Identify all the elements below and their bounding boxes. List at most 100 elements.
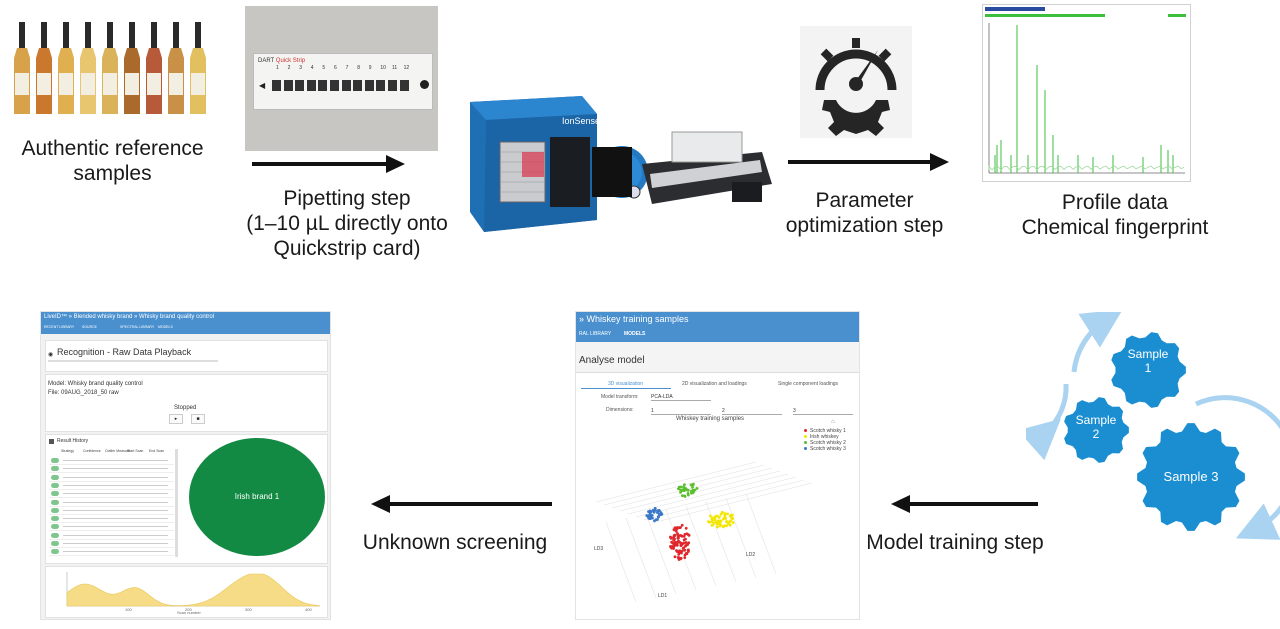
history-row[interactable] bbox=[49, 532, 174, 540]
chromatogram-tick-label: 200 bbox=[185, 607, 192, 612]
scatter-point bbox=[708, 514, 712, 518]
stop-button[interactable]: ■ bbox=[191, 414, 205, 424]
quickstrip-position-number: 12 bbox=[403, 65, 410, 71]
scatter-point bbox=[679, 489, 683, 493]
dart-instrument-image: IonSense bbox=[462, 92, 774, 242]
recognition-nav-tab[interactable]: RECENT LIBRARY bbox=[44, 325, 75, 329]
quickstrip-position-number: 11 bbox=[392, 65, 398, 71]
scatter-point bbox=[680, 542, 684, 546]
history-column-header: Confidence bbox=[83, 449, 101, 453]
file-line: File: 09AUG_2018_50 raw bbox=[48, 390, 119, 396]
legend-entry[interactable]: Scotch whisky 1 bbox=[804, 428, 859, 434]
scatter-point bbox=[713, 517, 717, 521]
history-row[interactable] bbox=[49, 482, 174, 490]
dimension-select-3[interactable]: 3 bbox=[793, 408, 853, 415]
training-sub-tab-2d[interactable]: 2D visualization and loadings bbox=[682, 381, 747, 387]
history-scrollbar[interactable] bbox=[175, 449, 178, 557]
scatter-point bbox=[677, 551, 681, 555]
history-row-status-icon bbox=[51, 482, 59, 488]
scatter-point bbox=[723, 512, 727, 515]
scatter-point bbox=[670, 540, 674, 544]
model-training-caption: Model training step bbox=[866, 531, 1044, 554]
result-circle bbox=[189, 438, 325, 556]
scatter-point bbox=[677, 558, 681, 561]
quickstrip-well bbox=[353, 80, 363, 91]
scatter-point bbox=[686, 493, 690, 497]
whisky-bottle bbox=[168, 22, 184, 114]
legend-entry[interactable]: Scotch whisky 2 bbox=[804, 440, 859, 446]
scatter-point bbox=[726, 522, 730, 525]
quickstrip-position-number: 2 bbox=[287, 65, 291, 71]
analyse-model-title: Analyse model bbox=[579, 355, 645, 366]
history-row[interactable] bbox=[49, 499, 174, 507]
scatter-point bbox=[683, 556, 687, 560]
whisky-bottle bbox=[58, 22, 74, 114]
legend-entry[interactable]: Scotch whisky 3 bbox=[804, 446, 859, 452]
recognition-app-header: LiveID™ » Blended whisky brand » Whisky … bbox=[41, 312, 330, 334]
history-row[interactable] bbox=[49, 507, 174, 515]
scatter-point bbox=[649, 517, 652, 520]
recognition-nav-tab[interactable]: MODELS bbox=[158, 325, 173, 329]
scatter-point bbox=[731, 521, 735, 524]
recognition-nav-tab[interactable]: SOURCE bbox=[82, 325, 97, 329]
scatter-point bbox=[680, 494, 684, 498]
history-row-status-icon bbox=[51, 466, 59, 472]
model-transform-label: Model transform: bbox=[601, 394, 639, 400]
scatter-point bbox=[710, 523, 714, 527]
training-breadcrumb: » Whiskey training samples bbox=[579, 314, 689, 324]
parameter-optimization-caption: Parameter optimization step bbox=[785, 189, 944, 237]
quickstrip-well bbox=[376, 80, 386, 91]
quickstrip-position-number: 1 bbox=[276, 65, 279, 71]
legend-marker bbox=[804, 435, 807, 438]
scatter-point bbox=[691, 491, 695, 495]
quickstrip-well bbox=[330, 80, 339, 91]
history-row[interactable] bbox=[49, 490, 174, 499]
scatter-point bbox=[710, 517, 714, 521]
training-nav-tab-models[interactable]: MODELS bbox=[624, 331, 646, 337]
scatter-point bbox=[685, 552, 689, 556]
recognition-title: Recognition - Raw Data Playback bbox=[57, 347, 192, 357]
training-sub-tab-single[interactable]: Single component loadings bbox=[778, 381, 839, 387]
recognition-nav-tab[interactable]: SPECTRAL LIBRARY bbox=[120, 325, 155, 329]
history-row-status-icon bbox=[51, 507, 59, 513]
quickstrip-well bbox=[341, 80, 351, 91]
legend-label: Irish whiskey bbox=[810, 434, 839, 440]
legend-entry[interactable]: Irish whiskey bbox=[804, 434, 859, 440]
pipetting-step-caption: Pipetting step (1–10 µL directly onto Qu… bbox=[246, 187, 448, 260]
arrow-from-training bbox=[371, 495, 552, 513]
model-transform-select[interactable]: PCA-LDA bbox=[651, 394, 711, 401]
history-checkbox-icon[interactable] bbox=[49, 439, 54, 444]
history-row-status-icon bbox=[51, 524, 59, 530]
history-row-status-icon bbox=[51, 499, 59, 505]
history-row[interactable] bbox=[49, 540, 174, 548]
training-sub-tab-3d[interactable]: 3D visualization bbox=[608, 381, 644, 387]
history-row[interactable] bbox=[49, 474, 174, 482]
scatter-point bbox=[708, 520, 712, 524]
scatter-point bbox=[725, 524, 728, 528]
scatter-point bbox=[684, 544, 687, 548]
scatter-point bbox=[680, 549, 684, 553]
training-nav-tab-library[interactable]: RAL LIBRARY bbox=[579, 331, 612, 337]
scatter-point bbox=[713, 515, 717, 519]
history-row[interactable] bbox=[49, 548, 174, 557]
playback-status: Stopped bbox=[174, 405, 197, 411]
scatter-point bbox=[656, 511, 659, 514]
history-row[interactable] bbox=[49, 523, 174, 532]
history-row[interactable] bbox=[49, 515, 174, 524]
play-button[interactable]: ▸ bbox=[169, 414, 183, 424]
history-row[interactable] bbox=[49, 457, 174, 465]
history-row[interactable] bbox=[49, 465, 174, 474]
quickstrip-position-number: 4 bbox=[310, 65, 314, 71]
dimension-select-1[interactable]: 1 bbox=[651, 408, 711, 415]
quickstrip-brand: DART bbox=[258, 58, 275, 64]
scatter-point bbox=[726, 512, 729, 516]
profile-data-caption: Profile data Chemical fingerprint bbox=[1021, 191, 1209, 239]
camera-icon[interactable]: ⌂ bbox=[831, 419, 835, 425]
scatter-point bbox=[676, 536, 680, 540]
dimension-select-2[interactable]: 2 bbox=[722, 408, 782, 415]
quickstrip-well bbox=[318, 80, 328, 91]
scatter-point bbox=[691, 483, 695, 487]
